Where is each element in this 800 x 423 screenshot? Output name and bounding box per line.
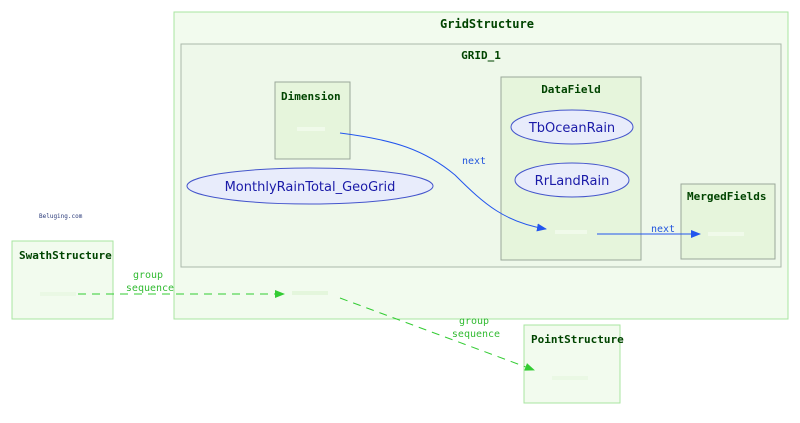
edge-dimension-to-datafield: next xyxy=(339,132,547,232)
datafield-port xyxy=(555,230,587,234)
edge-grid-to-point-label-2: sequence xyxy=(452,329,500,340)
dimension-port xyxy=(297,127,325,131)
edge-dimension-to-datafield-line xyxy=(339,132,547,232)
field-tboceanrain-label: TbOceanRain xyxy=(528,121,615,136)
dimension-box xyxy=(274,81,351,160)
field-rrlandrain[interactable]: RrLandRain xyxy=(514,162,630,198)
grid-structure-title: GridStructure xyxy=(440,17,534,31)
swath-structure-cluster[interactable]: SwathStructure xyxy=(11,240,114,320)
field-rrlandrain-label: RrLandRain xyxy=(535,174,610,189)
grid-structure-port xyxy=(292,291,328,295)
field-monthlyraintotal[interactable]: MonthlyRainTotal_GeoGrid xyxy=(186,167,434,205)
grid-1-cluster: GRID_1 Dimension DataField TbOceanRain R… xyxy=(180,43,782,268)
dimension-node[interactable]: Dimension xyxy=(274,81,351,160)
edge-datafield-to-merged-label: next xyxy=(651,224,675,235)
point-structure-box xyxy=(523,324,621,404)
point-structure-port xyxy=(552,376,588,380)
mergedfields-title: MergedFields xyxy=(687,190,766,203)
datafield-title: DataField xyxy=(541,83,601,96)
point-structure-title: PointStructure xyxy=(531,333,624,346)
edge-swath-to-grid-label-2: sequence xyxy=(126,283,174,294)
field-monthlyraintotal-label: MonthlyRainTotal_GeoGrid xyxy=(225,180,396,195)
field-rrlandrain-ellipse xyxy=(514,162,630,198)
swath-structure-box xyxy=(11,240,114,320)
mergedfields-node[interactable]: MergedFields xyxy=(680,183,776,260)
edge-dimension-to-datafield-label: next xyxy=(462,156,486,167)
field-tboceanrain[interactable]: TbOceanRain xyxy=(510,109,634,145)
edge-swath-to-grid: group sequence xyxy=(78,270,285,298)
mergedfields-port xyxy=(708,232,744,236)
grid-structure-cluster: GridStructure GRID_1 Dimension DataField… xyxy=(173,11,789,320)
field-tboceanrain-ellipse xyxy=(510,109,634,145)
grid-1-title: GRID_1 xyxy=(461,49,501,62)
swath-structure-port xyxy=(40,292,76,296)
datafield-node[interactable]: DataField TbOceanRain RrLandRain xyxy=(500,76,642,261)
swath-structure-title: SwathStructure xyxy=(19,249,112,262)
watermark-text: Beluging.com xyxy=(39,213,83,220)
edge-grid-to-point: group sequence xyxy=(339,297,535,371)
point-structure-cluster[interactable]: PointStructure xyxy=(523,324,624,404)
dimension-title: Dimension xyxy=(281,90,341,103)
edge-swath-to-grid-label-1: group xyxy=(133,270,163,281)
edge-grid-to-point-line xyxy=(339,297,535,371)
field-monthlyraintotal-ellipse xyxy=(186,167,434,205)
edge-grid-to-point-label-1: group xyxy=(459,316,489,327)
mergedfields-box xyxy=(680,183,776,260)
edge-datafield-to-merged: next xyxy=(597,224,701,238)
